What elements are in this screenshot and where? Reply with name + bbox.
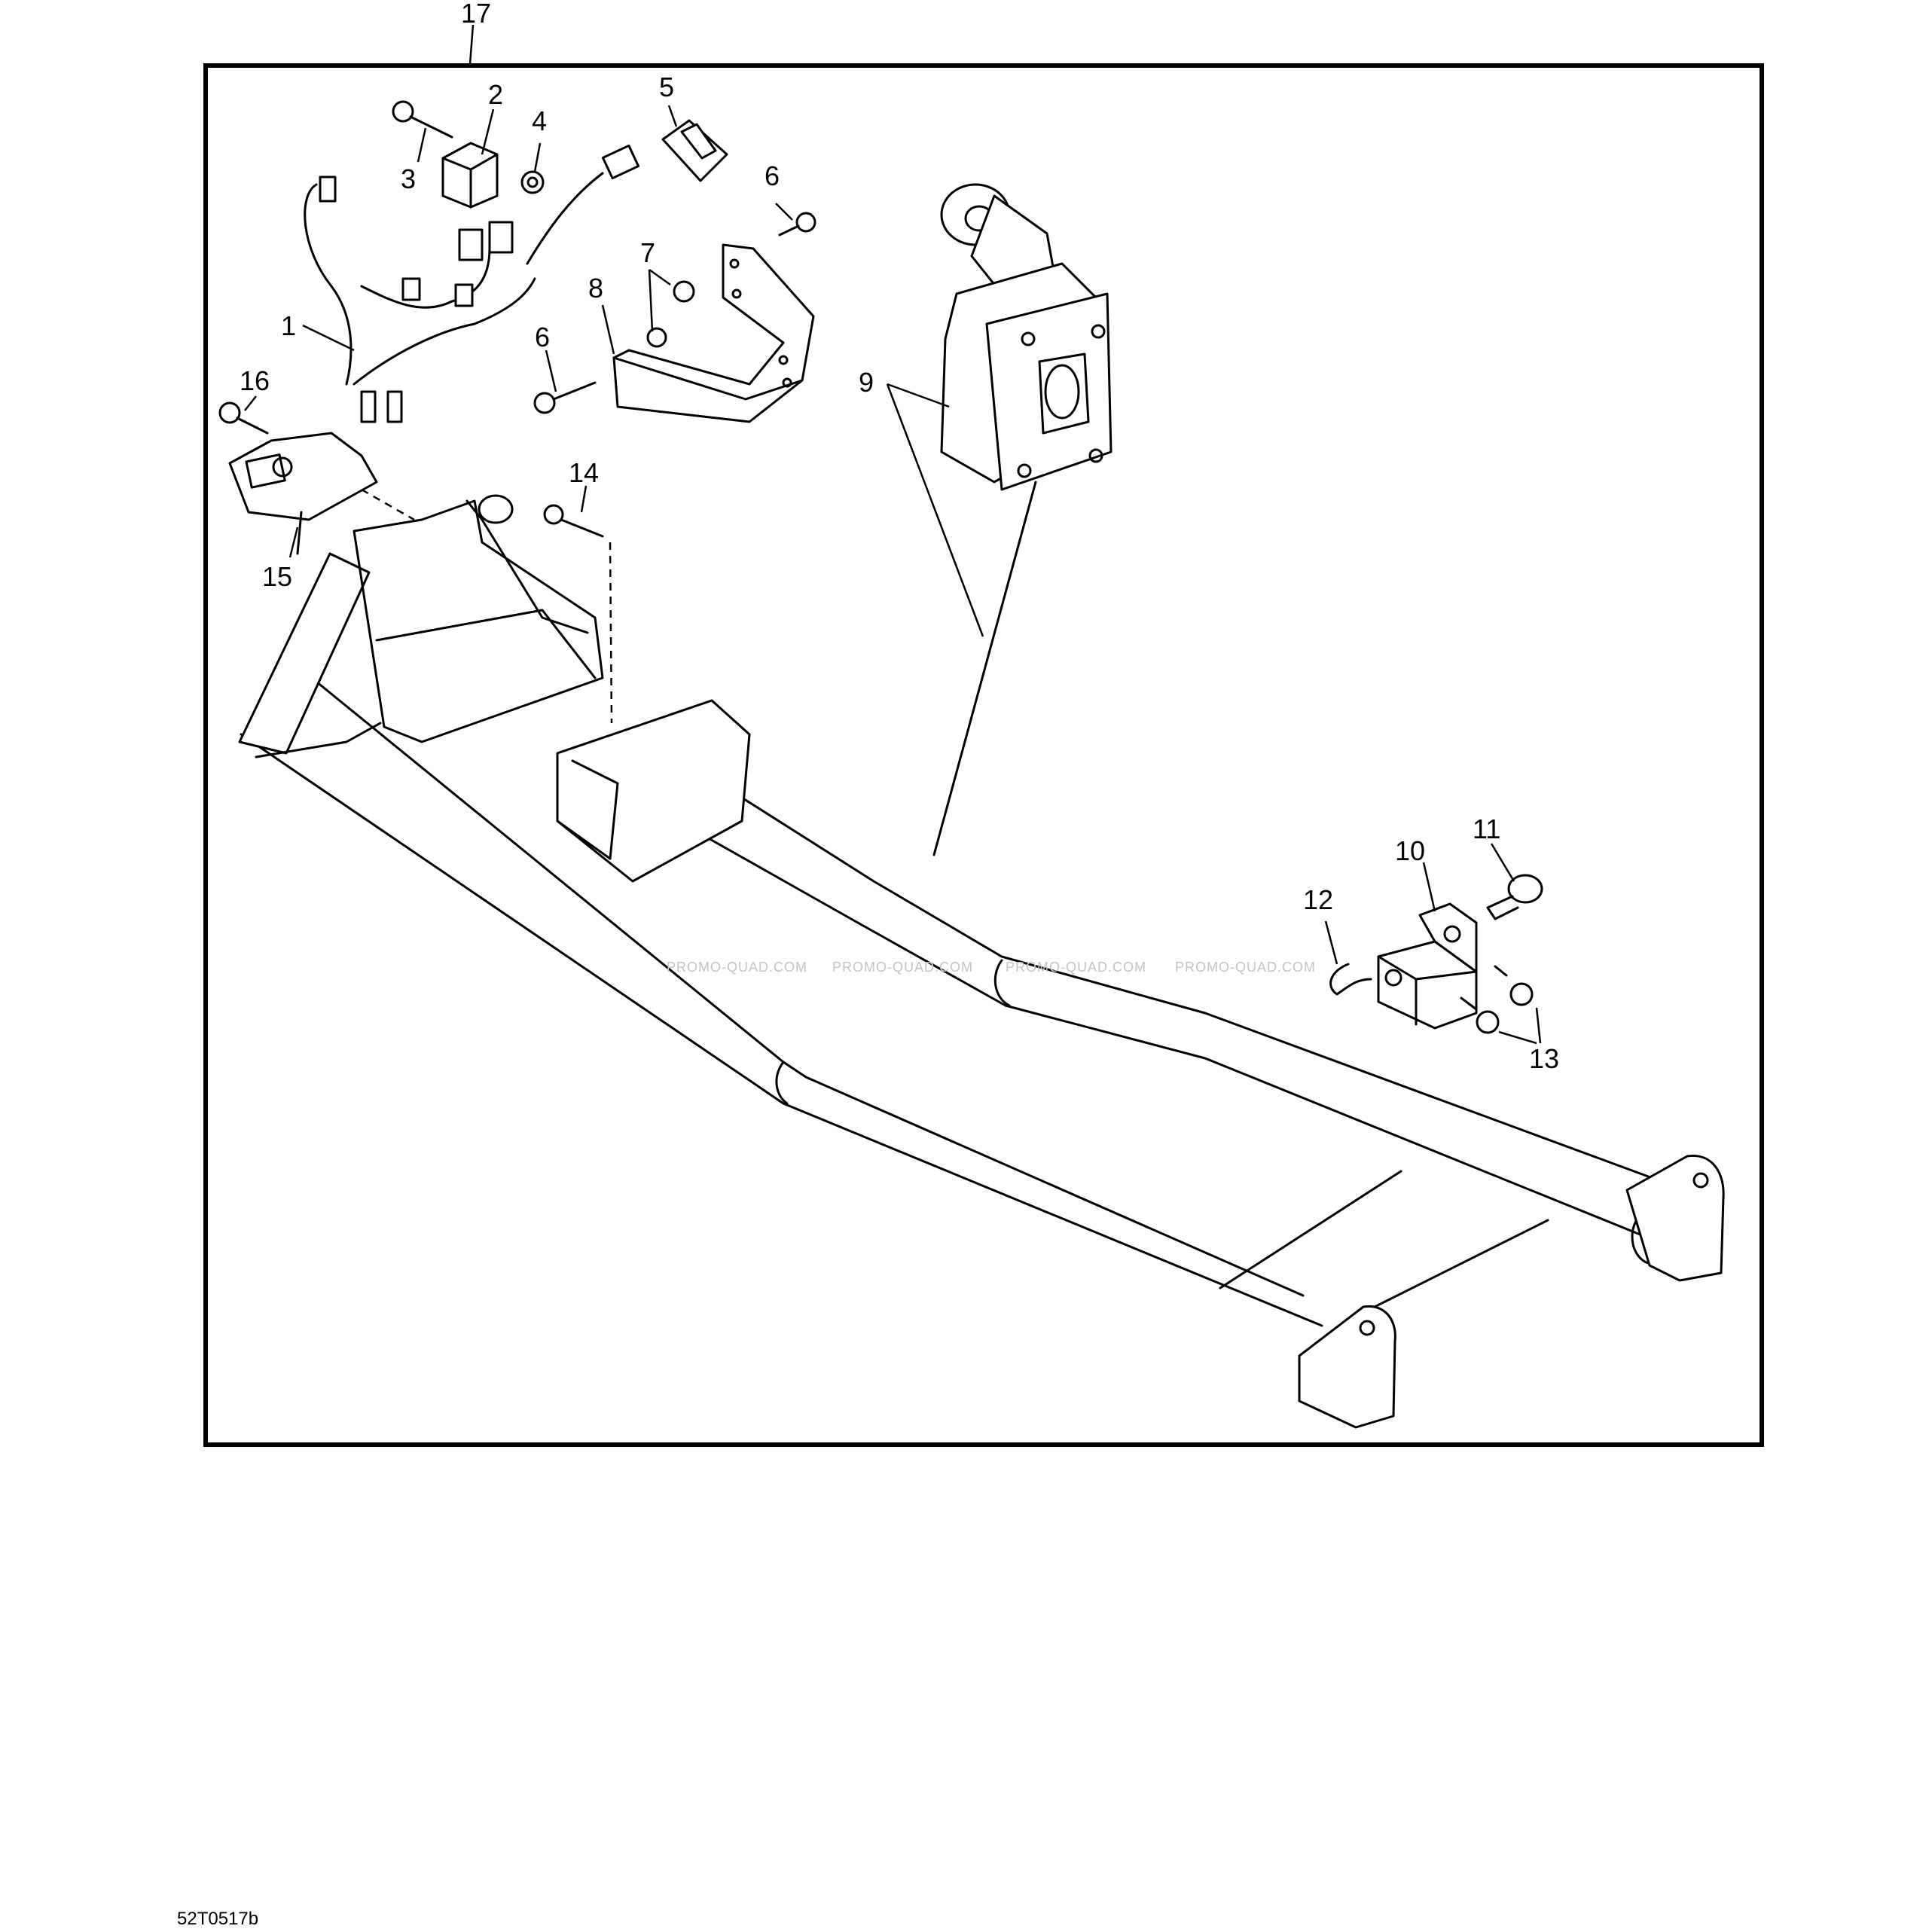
callout-13: 13 xyxy=(1529,1043,1559,1074)
frame-tubes xyxy=(240,680,1725,1429)
callout-4: 4 xyxy=(532,105,547,136)
cable-guide-pin xyxy=(1486,874,1543,920)
callout-11: 11 xyxy=(1473,813,1500,844)
callout-6-lower: 6 xyxy=(535,322,550,353)
winch xyxy=(932,183,1113,856)
callout-3: 3 xyxy=(401,163,416,194)
callouts: 17 2 3 4 5 6 7 8 6 1 9 16 14 15 11 10 12… xyxy=(240,0,1559,1074)
callout-16: 16 xyxy=(240,365,270,396)
relay xyxy=(441,142,499,209)
watermark-2: PROMO-QUAD.COM xyxy=(832,960,973,975)
bracket-bolt-lower xyxy=(533,381,597,414)
callout-8: 8 xyxy=(588,273,603,304)
cable-guide-nuts xyxy=(1460,965,1534,1034)
callout-12: 12 xyxy=(1303,884,1333,915)
callout-6-upper: 6 xyxy=(765,160,780,191)
cable-guide xyxy=(1377,902,1478,1030)
relay-nut xyxy=(520,170,545,194)
watermarks: PROMO-QUAD.COM PROMO-QUAD.COM PROMO-QUAD… xyxy=(667,960,1316,975)
reference-code: 52T0517b xyxy=(177,1909,258,1929)
watermark-1: PROMO-QUAD.COM xyxy=(667,960,807,975)
callout-14: 14 xyxy=(569,457,599,488)
callout-5: 5 xyxy=(659,72,674,102)
bracket-bolt-upper xyxy=(778,212,816,237)
callout-10: 10 xyxy=(1395,835,1425,866)
switch-mount-bolt xyxy=(218,401,269,435)
hair-pin-clip xyxy=(1329,963,1372,996)
watermark-3: PROMO-QUAD.COM xyxy=(1006,960,1146,975)
winch-bracket xyxy=(612,243,815,423)
callout-15: 15 xyxy=(262,561,292,592)
wiring-harness xyxy=(304,172,604,423)
receiver-bolt xyxy=(543,504,613,724)
assembly-frame xyxy=(203,63,1764,1447)
bracket-nut-lower xyxy=(646,327,667,348)
bracket-nut-upper xyxy=(673,280,695,303)
callout-17: 17 xyxy=(461,0,491,29)
callout-1: 1 xyxy=(281,310,296,341)
rocker-switch xyxy=(601,119,728,182)
hitch-mount xyxy=(238,494,751,883)
watermark-4: PROMO-QUAD.COM xyxy=(1175,960,1316,975)
leader-lines xyxy=(244,24,1542,1045)
callout-2: 2 xyxy=(488,79,503,110)
switch-mount xyxy=(228,432,415,555)
relay-bolt xyxy=(392,100,453,139)
callout-9: 9 xyxy=(859,367,874,398)
callout-7: 7 xyxy=(640,237,655,268)
